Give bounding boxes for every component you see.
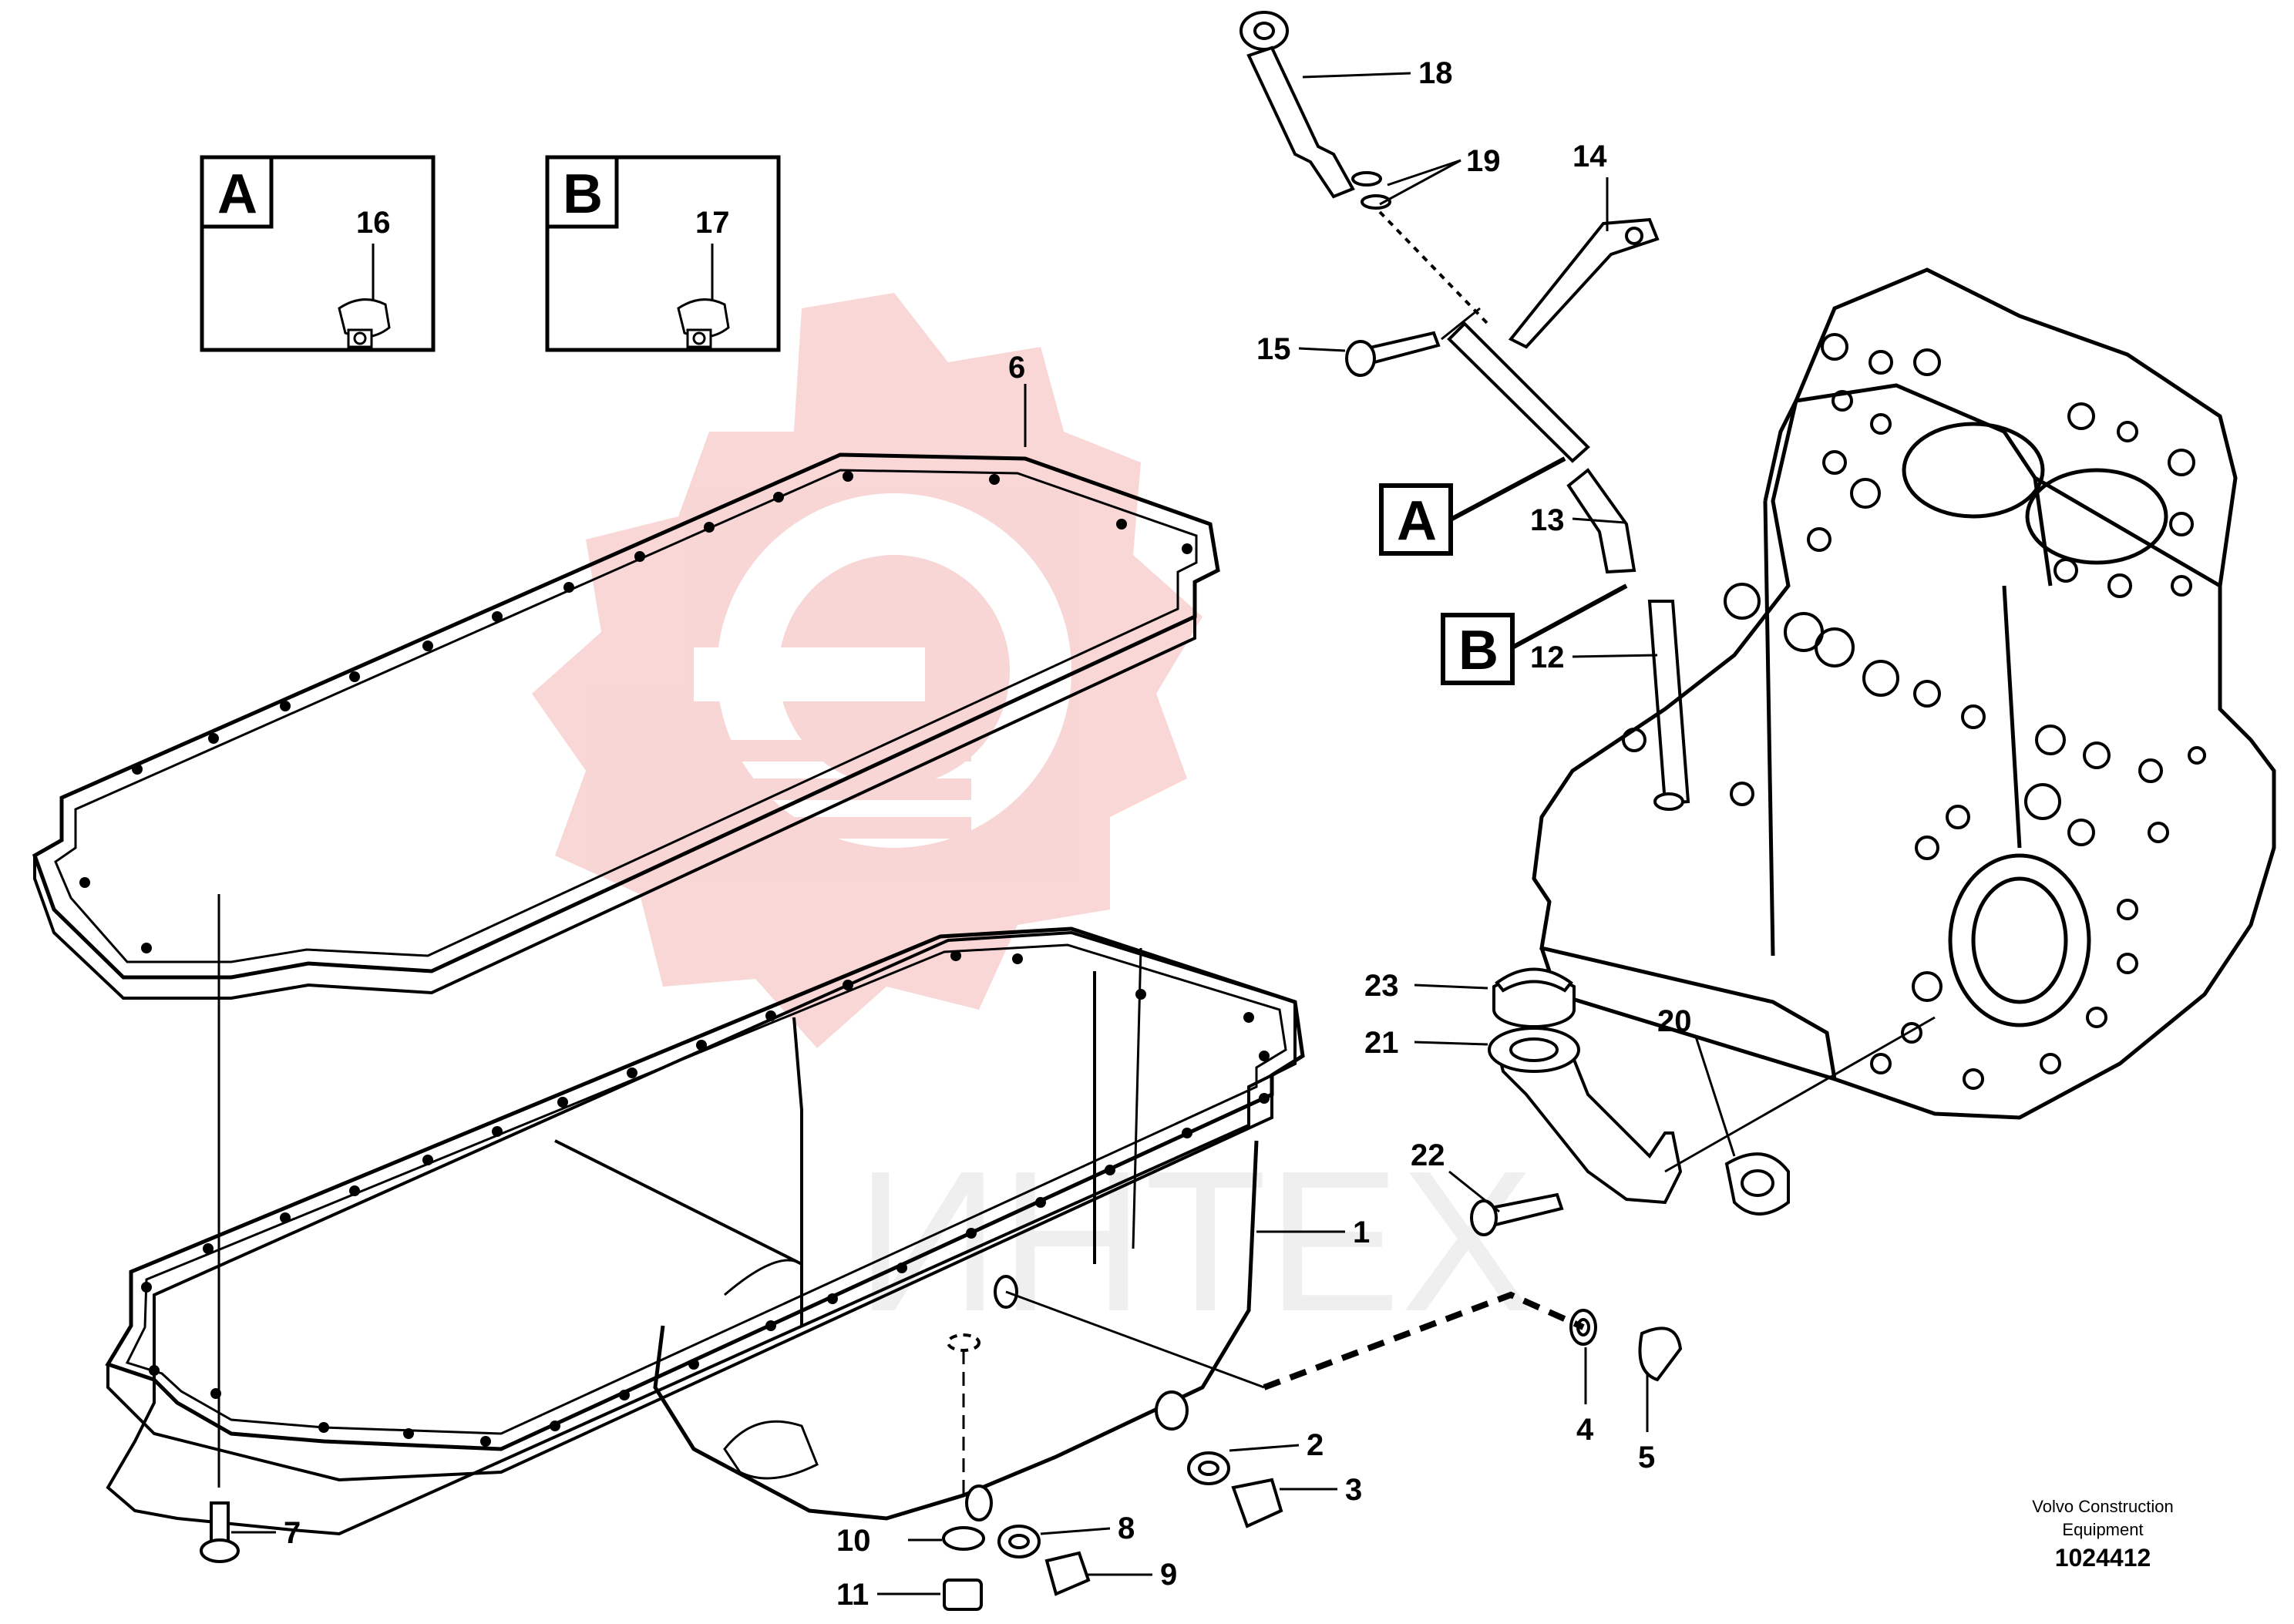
plug-5-connector <box>1005 1290 1585 1390</box>
callout-3: 3 <box>1345 1473 1362 1507</box>
callout-5: 5 <box>1638 1441 1655 1474</box>
callout-23: 23 <box>1364 969 1399 1003</box>
clamp-icon <box>338 298 391 348</box>
callout-12: 12 <box>1530 641 1565 674</box>
callout-22: 22 <box>1411 1138 1445 1172</box>
drain-plugs <box>942 1275 1683 1611</box>
callout-1: 1 <box>1353 1215 1370 1249</box>
pointer-a: A <box>1379 456 1566 556</box>
bracket-14 <box>1508 217 1660 349</box>
caption-number: 1024412 <box>2055 1544 2151 1572</box>
dipstick-assembly <box>1240 11 1690 811</box>
watermark-text: ИНТЕХ <box>856 1130 1534 1353</box>
oil-pickup-pipe <box>1470 967 1936 1236</box>
oil-pan-gasket <box>32 452 1220 1000</box>
engine-block-holes <box>1622 333 2206 1090</box>
callouts: 1 2 3 4 5 6 7 8 9 10 11 12 13 14 15 18 1… <box>284 56 1692 1612</box>
watermark-logo: ИНТЕХ <box>532 293 1534 1353</box>
callout-6: 6 <box>1008 351 1025 385</box>
diagram-caption: Volvo Construction Equipment 1024412 <box>2032 1497 2173 1572</box>
callout-19: 19 <box>1466 144 1501 178</box>
callout-16: 16 <box>356 206 391 240</box>
callout-14: 14 <box>1572 140 1607 173</box>
callout-4: 4 <box>1576 1413 1594 1447</box>
callout-9: 9 <box>1160 1558 1177 1592</box>
caption-line-2: Equipment <box>2062 1520 2143 1539</box>
callout-8: 8 <box>1118 1511 1135 1545</box>
callout-7: 7 <box>284 1516 301 1550</box>
detail-box-b: B 17 <box>545 155 781 352</box>
callout-11: 11 <box>836 1578 869 1612</box>
callout-2: 2 <box>1307 1428 1324 1462</box>
clamp-icon <box>677 298 730 348</box>
pointer-b-letter: B <box>1458 620 1498 681</box>
bolt-15 <box>1345 307 1481 377</box>
detail-box-b-letter: B <box>563 163 603 225</box>
bolt-7 <box>200 894 240 1563</box>
oil-pan <box>105 926 1305 1536</box>
caption-line-1: Volvo Construction <box>2032 1497 2173 1516</box>
callout-18: 18 <box>1418 56 1453 90</box>
pointer-b: B <box>1441 583 1628 685</box>
pointer-a-letter: A <box>1397 490 1437 552</box>
gasket-bolt-holes <box>79 471 1192 953</box>
detail-box-a: A 16 <box>200 155 436 352</box>
callout-10: 10 <box>836 1524 871 1558</box>
engine-block <box>1532 267 2276 1120</box>
callout-13: 13 <box>1530 503 1565 537</box>
callout-15: 15 <box>1256 332 1291 366</box>
callout-17: 17 <box>695 206 730 240</box>
detail-box-a-letter: A <box>217 163 257 225</box>
callout-20: 20 <box>1657 1004 1692 1038</box>
pan-bolt-holes <box>141 950 1270 1447</box>
callout-21: 21 <box>1364 1026 1399 1060</box>
leader-lines <box>231 72 1736 1595</box>
